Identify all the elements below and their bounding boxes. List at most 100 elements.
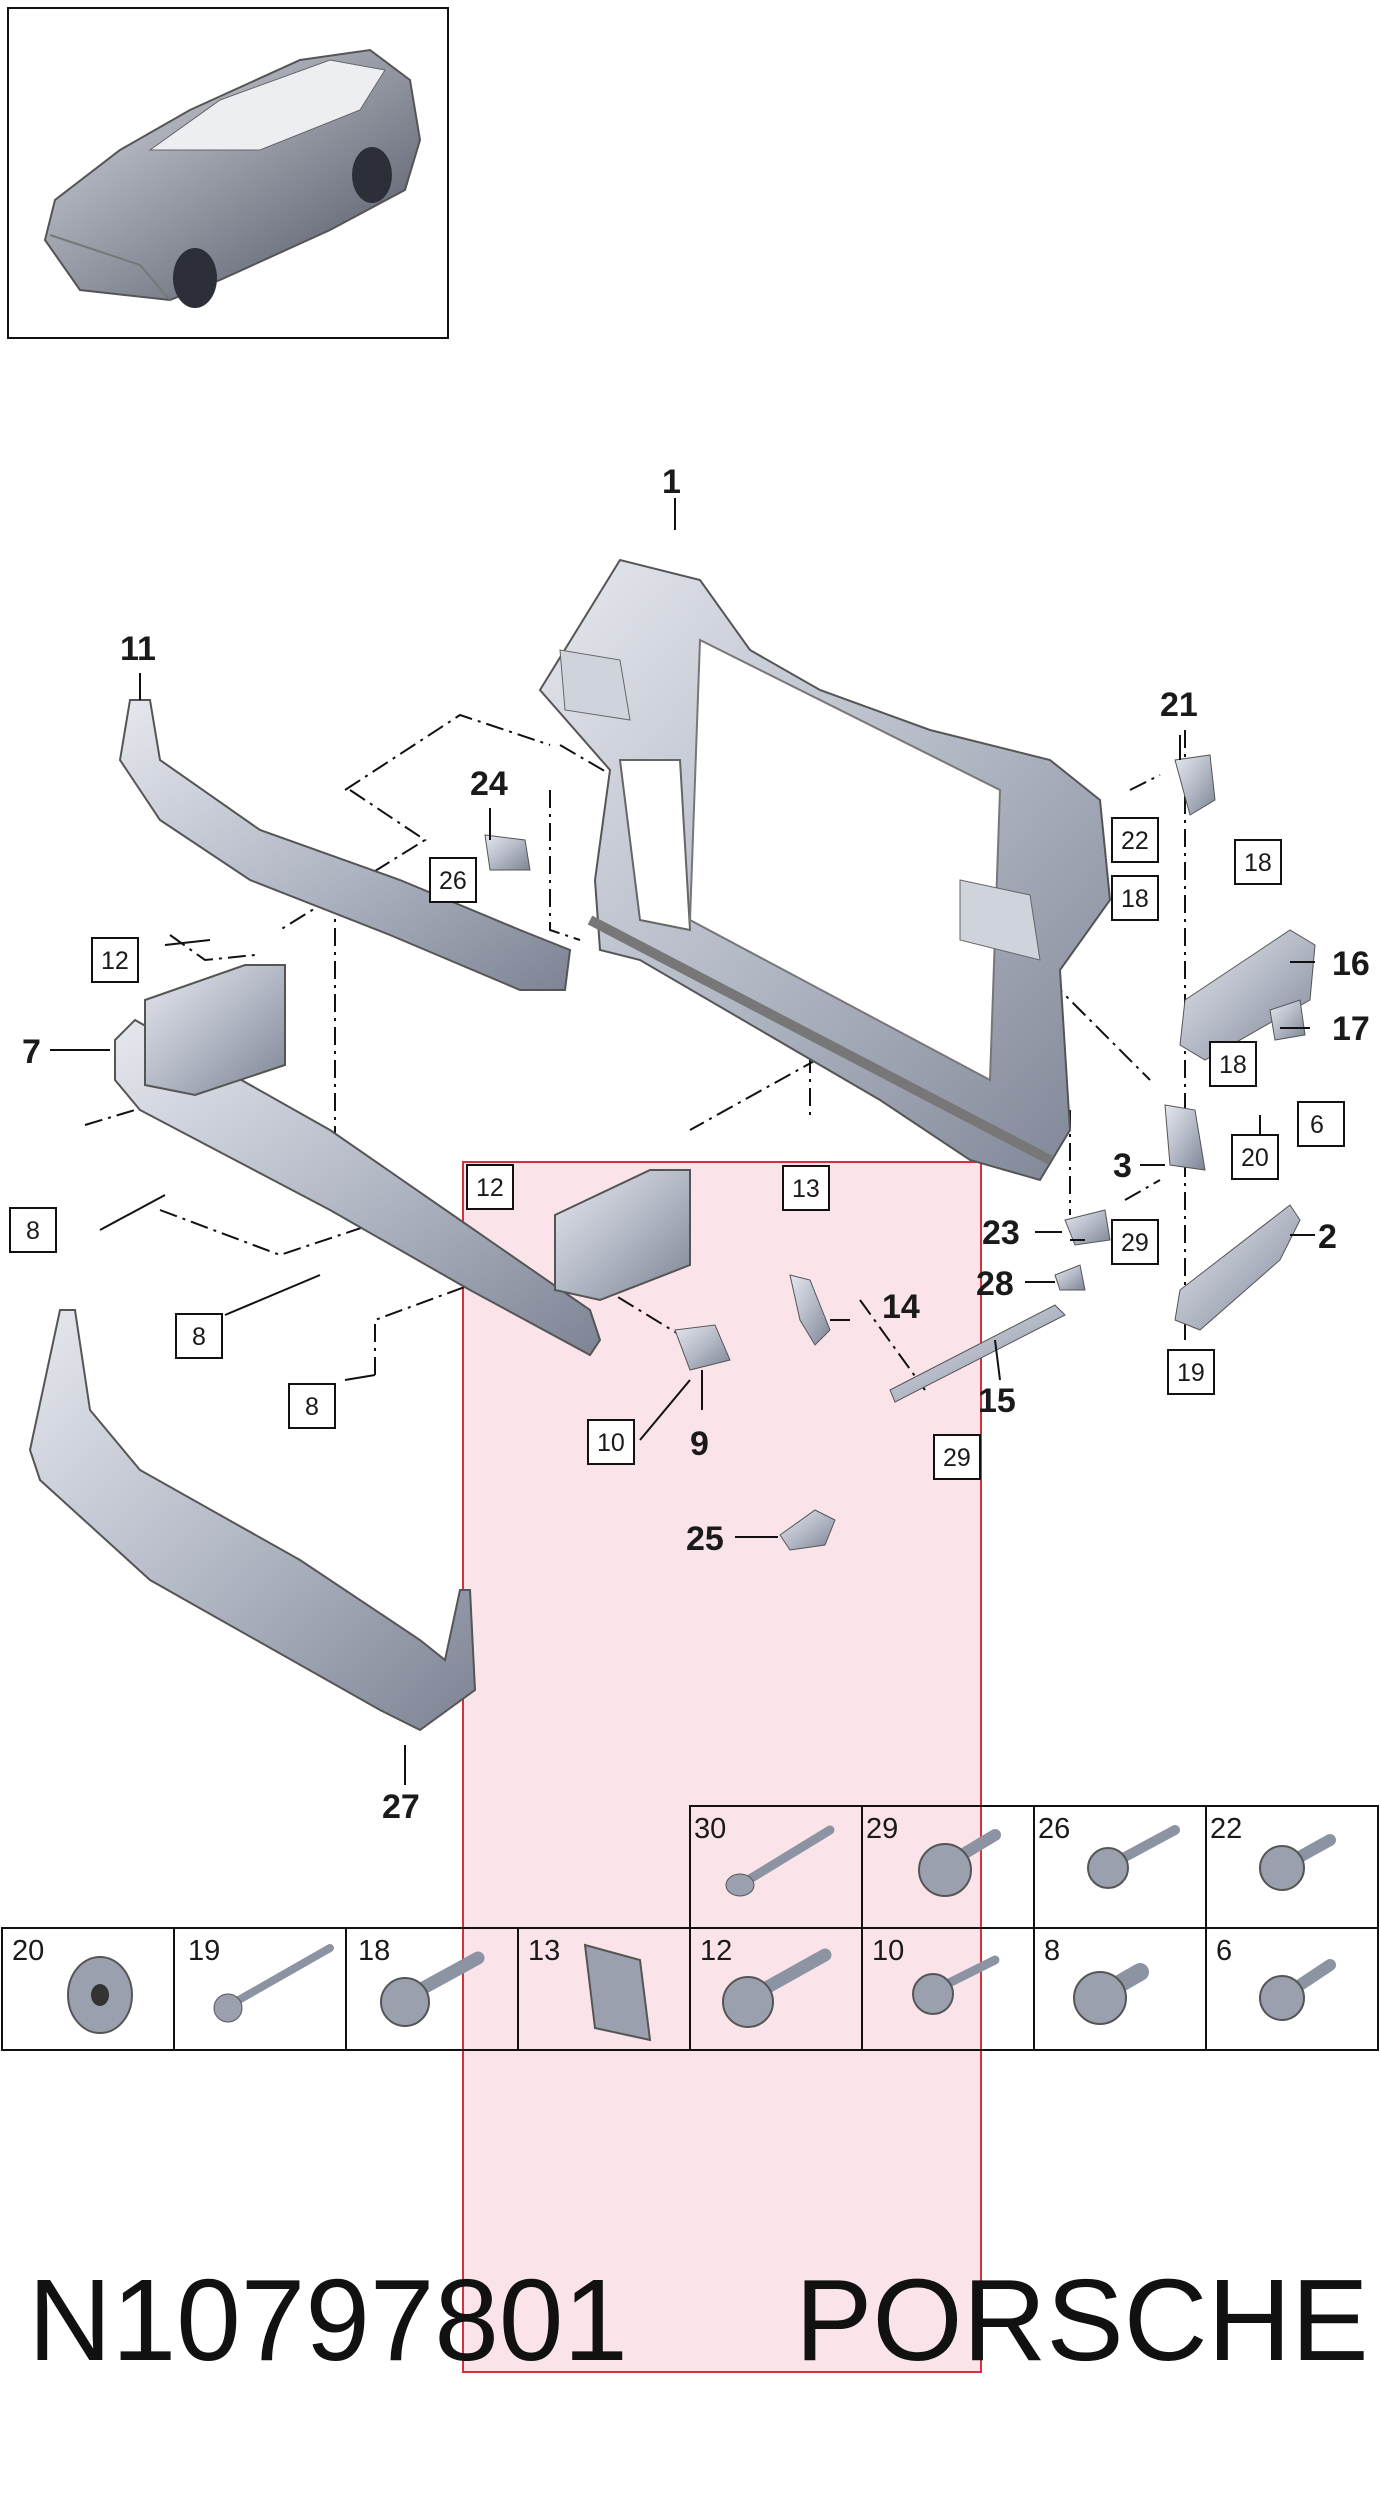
svg-text:10: 10 [872, 1935, 904, 1967]
callout-1: 1 [662, 463, 681, 501]
svg-text:8: 8 [1044, 1935, 1060, 1967]
callout-17: 17 [1332, 1010, 1370, 1048]
svg-text:18: 18 [358, 1935, 390, 1967]
svg-text:29: 29 [866, 1813, 898, 1845]
bracket-14 [789, 1274, 831, 1346]
callouts: 1 2 3 7 9 11 14 15 16 17 21 23 24 25 27 … [22, 463, 1370, 1826]
ref-label-19: 19 [1177, 1359, 1205, 1387]
boxed-refs [9, 817, 1345, 1480]
ref-box-12-a [91, 937, 139, 983]
hardware-cell-22: 22 [1210, 1813, 1336, 1891]
strap-15 [889, 1304, 1066, 1403]
ref-label-6: 6 [1310, 1111, 1324, 1139]
brand-name: PORSCHE [795, 2255, 1369, 2385]
ref-box-29-a [1111, 1219, 1159, 1265]
hardware-cell-20: 20 [12, 1935, 133, 2034]
car-icon [43, 48, 422, 308]
callout-25: 25 [686, 1520, 724, 1558]
ref-box-8-c [288, 1383, 336, 1429]
ref-label-12-a: 12 [101, 947, 129, 975]
impact-absorber-16 [1179, 929, 1316, 1061]
mounting-bracket-24 [484, 834, 531, 871]
ref-label-26: 26 [439, 867, 467, 895]
svg-text:6: 6 [1216, 1935, 1232, 1967]
hardware-table: 30 29 26 22 20 19 1 [1, 1805, 1379, 2051]
holder-3 [1164, 1104, 1206, 1171]
ref-label-18-b: 18 [1121, 885, 1149, 913]
ref-label-22: 22 [1121, 827, 1149, 855]
bracket-21 [1174, 754, 1216, 816]
ref-box-18-c [1209, 1041, 1257, 1087]
callout-14: 14 [882, 1288, 920, 1326]
holder-9 [674, 1324, 731, 1371]
air-guide-upper [118, 699, 572, 991]
callout-9: 9 [690, 1425, 709, 1463]
callout-15: 15 [978, 1382, 1016, 1420]
ref-box-6 [1297, 1101, 1345, 1147]
hardware-cell-18: 18 [358, 1935, 485, 2027]
boxed-ref-labels: 6 8 8 8 10 12 12 13 18 18 18 19 20 22 26… [26, 827, 1324, 1472]
ref-label-12-b: 12 [476, 1174, 504, 1202]
callout-3: 3 [1113, 1147, 1132, 1185]
ref-label-18-a: 18 [1244, 849, 1272, 877]
ref-label-18-c: 18 [1219, 1051, 1247, 1079]
callout-28: 28 [976, 1265, 1014, 1303]
ref-label-29-b: 29 [943, 1444, 971, 1472]
ref-box-22 [1111, 817, 1159, 863]
holder-25 [779, 1509, 836, 1551]
svg-text:20: 20 [12, 1935, 44, 1967]
callout-7: 7 [22, 1033, 41, 1071]
bracket-23 [1064, 1209, 1111, 1246]
hardware-cell-8: 8 [1044, 1935, 1149, 2025]
vehicle-overview-thumbnail [7, 7, 449, 339]
leader-lines [50, 498, 1315, 1785]
ref-label-8-b: 8 [192, 1323, 206, 1351]
svg-text:13: 13 [528, 1935, 560, 1967]
hardware-cell-10: 10 [872, 1935, 1000, 2015]
guide-2 [1174, 1204, 1301, 1331]
callout-2: 2 [1318, 1218, 1337, 1256]
callout-16: 16 [1332, 945, 1370, 983]
callout-21: 21 [1160, 686, 1198, 724]
ref-box-13 [782, 1165, 830, 1211]
hardware-cell-12: 12 [700, 1935, 832, 2028]
callout-24: 24 [470, 765, 508, 803]
radiator-support-carrier [538, 558, 1112, 1182]
hardware-cell-13: 13 [528, 1935, 652, 2042]
callout-27: 27 [382, 1788, 420, 1826]
callout-23: 23 [982, 1214, 1020, 1252]
ref-label-13: 13 [792, 1175, 820, 1203]
hardware-cell-19: 19 [188, 1935, 334, 2023]
part-number: N10797801 [28, 2255, 628, 2385]
ref-label-20: 20 [1241, 1144, 1269, 1172]
lower-cross-member [28, 1309, 477, 1732]
hardware-cell-29: 29 [866, 1813, 1001, 1897]
ref-box-8-b [175, 1313, 223, 1359]
small-components [484, 754, 1316, 1551]
ref-box-19 [1167, 1349, 1215, 1395]
hardware-cell-6: 6 [1216, 1935, 1336, 2021]
svg-text:30: 30 [694, 1813, 726, 1845]
svg-text:26: 26 [1038, 1813, 1070, 1845]
ref-label-8-c: 8 [305, 1393, 319, 1421]
ref-box-8-a [9, 1207, 57, 1253]
highlight-region [462, 1161, 982, 2373]
ref-box-10 [587, 1419, 635, 1465]
hardware-cell-30: 30 [694, 1813, 835, 1897]
ref-label-8-a: 8 [26, 1217, 40, 1245]
svg-text:19: 19 [188, 1935, 220, 1967]
svg-text:12: 12 [700, 1935, 732, 1967]
ref-box-18-b [1111, 875, 1159, 921]
ref-box-18-a [1234, 839, 1282, 885]
holder-17 [1269, 999, 1306, 1041]
ref-box-26 [429, 857, 477, 903]
hardware-cell-26: 26 [1038, 1813, 1180, 1889]
ref-label-10: 10 [597, 1429, 625, 1457]
bumper-carrier [114, 964, 691, 1357]
ref-box-20 [1231, 1134, 1279, 1180]
ref-label-29-a: 29 [1121, 1229, 1149, 1257]
clip-28 [1054, 1264, 1086, 1291]
callout-11: 11 [120, 630, 156, 668]
ref-box-12-b [466, 1164, 514, 1210]
